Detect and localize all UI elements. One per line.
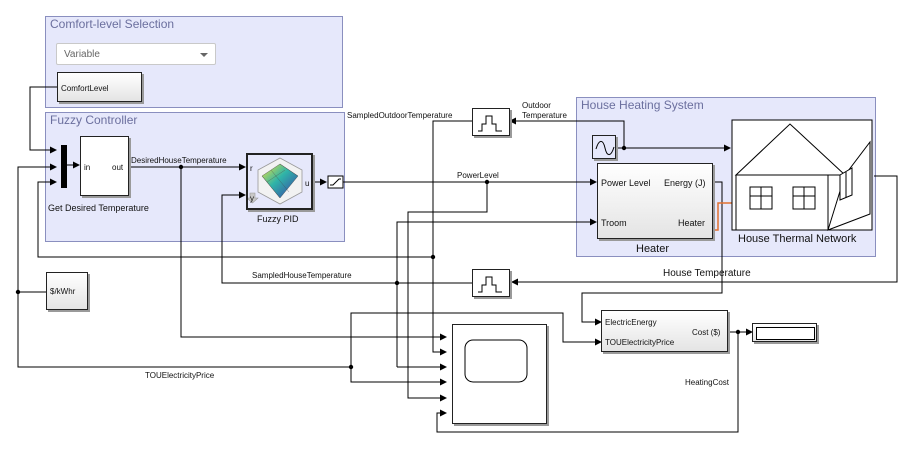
fuzzy-pid-label: Fuzzy PID bbox=[257, 214, 299, 224]
signal-sampled-house-label: SampledHouseTemperature bbox=[252, 271, 352, 280]
comfort-level-label: ComfortLevel bbox=[61, 84, 109, 93]
heater-heater-port: Heater bbox=[678, 218, 706, 228]
price-block[interactable]: $/kWhr bbox=[46, 272, 88, 310]
wire-price-scope bbox=[350, 367, 447, 386]
zoh-outdoor-block[interactable] bbox=[472, 108, 510, 136]
cost-out-port: Cost ($) bbox=[692, 328, 721, 337]
lookup-table-block[interactable]: in out bbox=[80, 136, 129, 196]
cost-block[interactable]: ElectricEnergy TOUElectricityPrice Cost … bbox=[601, 310, 728, 352]
signal-outdoor-label-1: Outdoor bbox=[522, 101, 551, 110]
fuzzy-area-title: Fuzzy Controller bbox=[50, 113, 138, 127]
pid-u-port: u bbox=[305, 179, 310, 188]
pid-y-port: y bbox=[250, 194, 254, 203]
signal-heating-cost-label: HeatingCost bbox=[685, 378, 730, 387]
house-icon bbox=[731, 119, 873, 231]
pid-r-port: r bbox=[250, 164, 253, 173]
wire-cost-scope bbox=[436, 332, 739, 433]
scope-screen bbox=[464, 339, 528, 383]
wire-tou-mux bbox=[17, 163, 57, 292]
wire-heat-flow bbox=[713, 202, 733, 231]
sine-wave-icon bbox=[595, 140, 615, 156]
wire-comfort bbox=[29, 86, 58, 154]
wire-housetemp-mux bbox=[37, 178, 433, 258]
wire-energy bbox=[581, 181, 723, 326]
signal-sampled-outdoor-label: SampledOutdoorTemperature bbox=[347, 111, 453, 120]
pid-down-arrow-icon bbox=[246, 192, 259, 204]
sine-wave-block[interactable] bbox=[592, 135, 616, 159]
wire-sampled-house bbox=[221, 191, 472, 284]
heater-label: Heater bbox=[636, 243, 670, 255]
signal-tou-label: TOUElectricityPrice bbox=[145, 371, 215, 380]
lookup-in-port: in bbox=[84, 163, 91, 172]
chevron-down-icon bbox=[200, 53, 208, 57]
heater-troom-port: Troom bbox=[601, 218, 627, 228]
zoh-house-block[interactable] bbox=[472, 269, 510, 297]
fuzzy-pid-block[interactable]: r y u bbox=[246, 153, 313, 210]
scope-block[interactable] bbox=[452, 324, 547, 424]
display-field bbox=[756, 327, 815, 340]
zoh-house-icon bbox=[478, 276, 502, 293]
mux-block bbox=[61, 145, 67, 188]
cost-tou-port: TOUElectricityPrice bbox=[605, 338, 675, 347]
wire-house-out bbox=[511, 175, 898, 286]
price-label: $/kWhr bbox=[50, 287, 76, 296]
lookup-out-port: out bbox=[112, 163, 124, 172]
get-desired-label: Get Desired Temperature bbox=[48, 203, 149, 213]
house-area-title: House Heating System bbox=[581, 98, 704, 112]
wire-power-scope bbox=[407, 182, 488, 402]
dropdown-value: Variable bbox=[64, 49, 100, 60]
wire-price-cost bbox=[350, 312, 602, 367]
heater-energy-port: Energy (J) bbox=[664, 178, 706, 188]
signal-power-label: PowerLevel bbox=[457, 171, 499, 180]
wire-outdoor-scope bbox=[432, 120, 472, 356]
comfort-area-title: Comfort-level Selection bbox=[50, 17, 175, 31]
cost-display-block[interactable] bbox=[752, 323, 817, 342]
fuzzy-surface-icon bbox=[257, 157, 303, 205]
zoh-outdoor-icon bbox=[478, 115, 502, 132]
house-network-label: House Thermal Network bbox=[738, 233, 857, 245]
comfort-level-block[interactable]: ComfortLevel bbox=[57, 72, 142, 102]
wire-sine-zoh bbox=[509, 117, 625, 148]
signal-house-temp-label: House Temperature bbox=[663, 268, 751, 279]
signal-outdoor-label-2: Temperature bbox=[522, 111, 567, 120]
comfort-dropdown[interactable]: Variable bbox=[56, 43, 216, 65]
signal-desired-label: DesiredHouseTemperature bbox=[131, 156, 227, 165]
cost-energy-port: ElectricEnergy bbox=[605, 318, 657, 327]
heater-power-port: Power Level bbox=[601, 178, 651, 188]
heater-block[interactable]: Power Level Energy (J) Troom Heater bbox=[597, 163, 713, 239]
saturation-icon bbox=[327, 175, 344, 189]
house-thermal-network-block[interactable] bbox=[732, 120, 873, 231]
wire-price bbox=[17, 292, 351, 368]
wire-troom bbox=[396, 218, 597, 367]
wire-desired-scope bbox=[180, 167, 447, 341]
